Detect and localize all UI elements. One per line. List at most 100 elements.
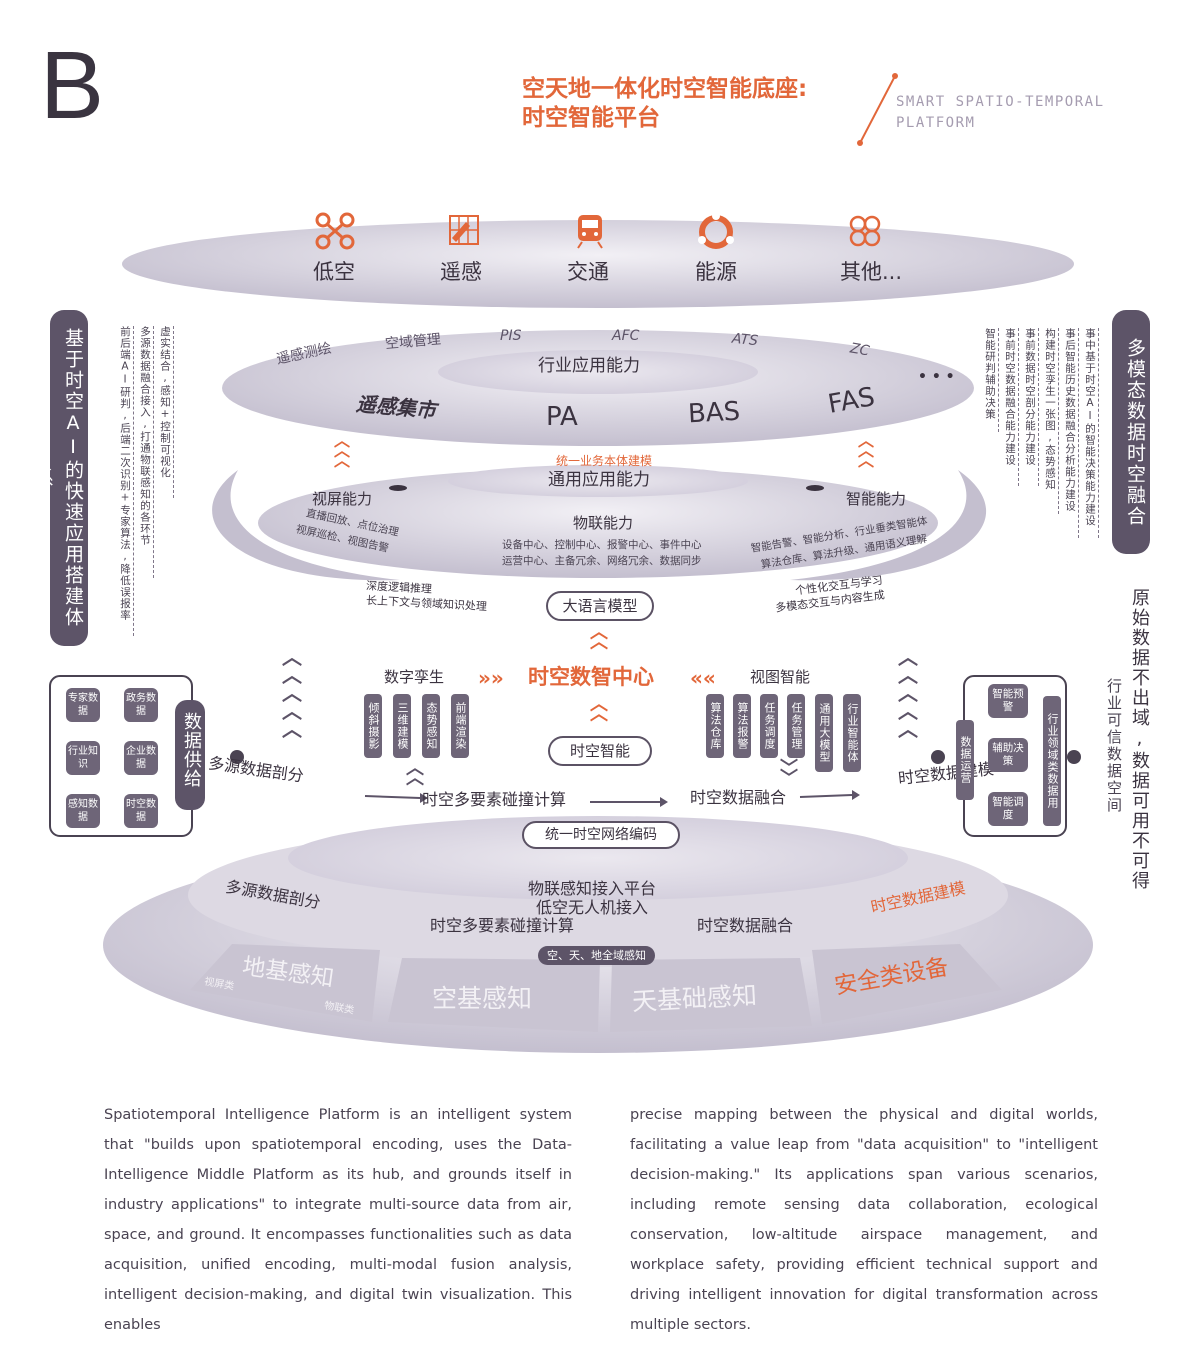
flow-collide: 时空多要素碰撞计算	[422, 790, 567, 809]
chevron-up-icon: ︿︿︿	[858, 431, 875, 470]
drone-icon	[315, 212, 355, 250]
right-side-note-3: 事前数据时空剖分能力建设	[1023, 328, 1039, 486]
view-item: 任务调度	[760, 694, 778, 758]
section-letter: B	[40, 32, 105, 139]
block-space	[610, 958, 812, 1032]
english-title-line2: PLATFORM	[896, 115, 976, 131]
right-side-note-4: 构建时空孪生一张图,态势感知	[1043, 328, 1059, 514]
supply-tile-enterprise[interactable]: 企业数据	[124, 741, 158, 775]
bottom-fuse: 时空数据融合	[697, 916, 794, 935]
english-title-line1: SMART SPATIO-TEMPORAL	[896, 94, 1105, 110]
front-fas: FAS	[825, 382, 878, 420]
top-item-low-altitude[interactable]: 低空	[313, 260, 355, 284]
ai-capability-title: 智能能力	[846, 490, 907, 508]
twin-item: 前端渲染	[451, 694, 469, 758]
digital-twin-title: 数字孪生	[384, 668, 445, 686]
energy-cycle-icon	[698, 212, 734, 249]
description-right: precise mapping between the physical and…	[630, 1107, 1098, 1333]
front-pa: PA	[546, 402, 578, 432]
data-slogan: 原始数据不出域,数据可用不可得	[1129, 588, 1150, 891]
chevron-up-icon: ︿︿︿	[334, 431, 351, 470]
supply-tile-sensing[interactable]: 感知数据	[66, 794, 100, 828]
top-item-transport[interactable]: 交通	[567, 260, 609, 284]
diagram-title-line1: 空天地一体化时空智能底座:	[522, 76, 808, 102]
right-side-note-2: 事前时空数据融合能力建设	[1003, 328, 1019, 486]
ring-afc: AFC	[612, 328, 640, 344]
front-remote-market: 遥感集市	[355, 391, 437, 423]
industry-data-use: 行业领域类数据用	[1043, 696, 1061, 826]
left-side-note-3: 虚实结合,感知+控制可视化	[158, 326, 174, 498]
right-swoosh	[790, 470, 987, 581]
diagram-title: 空天地一体化时空智能底座: 时空智能平台	[522, 75, 807, 133]
left-side-note-1: 前后端AI研判,后端二次识别+专家算法,降低误报率	[118, 326, 134, 636]
right-arrow-circle-2	[1067, 750, 1081, 764]
view-item: 通用大模型	[815, 694, 833, 772]
front-bas: BAS	[687, 396, 741, 430]
right-side-note-1: 智能研判辅助决策	[983, 328, 999, 432]
flower-icon	[849, 215, 881, 247]
general-layer-disk	[258, 468, 938, 578]
diagram-title-line2: 时空智能平台	[522, 105, 660, 131]
bottom-layer-inner	[288, 816, 908, 900]
top-item-other[interactable]: 其他...	[840, 260, 903, 284]
trusted-data-space: 行业可信数据空间	[1105, 678, 1123, 814]
flow-arrow-right	[799, 794, 853, 798]
right-side-note-6: 事中基于时空AI的智能决策能力建设	[1083, 328, 1099, 538]
industry-capability-label: 行业应用能力	[538, 356, 640, 376]
ai-dot	[806, 485, 824, 491]
twin-item: 态势感知	[422, 694, 440, 758]
block-air	[388, 958, 600, 1032]
right-side-note-5: 事后智能历史数据融合分析能力建设	[1063, 328, 1079, 538]
llm-pill[interactable]: 大语言模型	[546, 591, 654, 621]
left-swoosh	[212, 470, 400, 581]
ring-more: • • •	[918, 369, 955, 385]
supply-tile-gov[interactable]: 政务数据	[124, 688, 158, 722]
bottom-collide: 时空多要素碰撞计算	[430, 916, 575, 935]
chevron-stack-right-icon: ︿︿︿︿︿	[898, 645, 918, 741]
supply-tile-industry[interactable]: 行业知识	[66, 741, 100, 775]
data-supply-title: 数据供给	[181, 712, 202, 788]
ops-tile-warning[interactable]: 智能预警	[988, 684, 1028, 718]
st-intel-pill[interactable]: 时空智能	[548, 736, 652, 766]
unified-encoding-pill[interactable]: 统一时空网络编码	[522, 821, 680, 849]
accent-line	[859, 75, 896, 144]
iot-capability-title: 物联能力	[573, 514, 634, 532]
flow-fuse: 时空数据融合	[690, 788, 787, 807]
flow-arrow-right-head	[852, 790, 860, 800]
data-supply-title-bg	[175, 700, 205, 810]
unified-ontology-label: 统一业务本体建模	[556, 454, 653, 468]
ring-ats: ATS	[731, 330, 759, 350]
top-item-energy[interactable]: 能源	[695, 260, 737, 284]
right-arrow-circle-1	[931, 750, 945, 764]
ops-tile-dispatch[interactable]: 智能调度	[988, 792, 1028, 826]
ring-zc: ZC	[848, 340, 871, 360]
top-layer-disk	[122, 220, 1074, 308]
view-item: 算法仓库	[706, 694, 724, 758]
general-layer-inner	[448, 465, 748, 497]
top-item-remote-sensing[interactable]: 遥感	[440, 260, 482, 284]
supply-tile-spatiotemporal[interactable]: 时空数据	[124, 794, 158, 828]
general-capability-label: 通用应用能力	[548, 470, 650, 490]
air-sensing: 空基感知	[432, 984, 533, 1013]
accent-dot-bottom	[857, 140, 863, 146]
industry-layer-inner	[438, 350, 758, 394]
chevron-up-icon: ︿︿	[590, 694, 608, 725]
description-left: Spatiotemporal Intelligence Platform is …	[104, 1107, 572, 1333]
supply-tile-expert[interactable]: 专家数据	[66, 688, 100, 722]
view-item: 任务管理	[787, 694, 805, 758]
llm-left-line1: 深度逻辑推理	[365, 579, 433, 596]
data-ops-title: 数据运营	[956, 720, 974, 800]
block-ground	[190, 944, 380, 1022]
view-item: 算法报警	[733, 694, 751, 758]
view-item: 行业智能体	[843, 694, 861, 772]
flow-arrow-mid-head	[660, 797, 668, 807]
drone-access: 低空无人机接入	[536, 898, 649, 917]
hub-title: 时空数智中心	[528, 665, 654, 689]
ops-tile-decision[interactable]: 辅助决策	[988, 738, 1028, 772]
flow-arrow-left	[364, 795, 421, 799]
flow-arrow-left-head	[420, 793, 428, 803]
block-safety	[812, 944, 1002, 1024]
left-arrow-circle	[230, 750, 244, 764]
